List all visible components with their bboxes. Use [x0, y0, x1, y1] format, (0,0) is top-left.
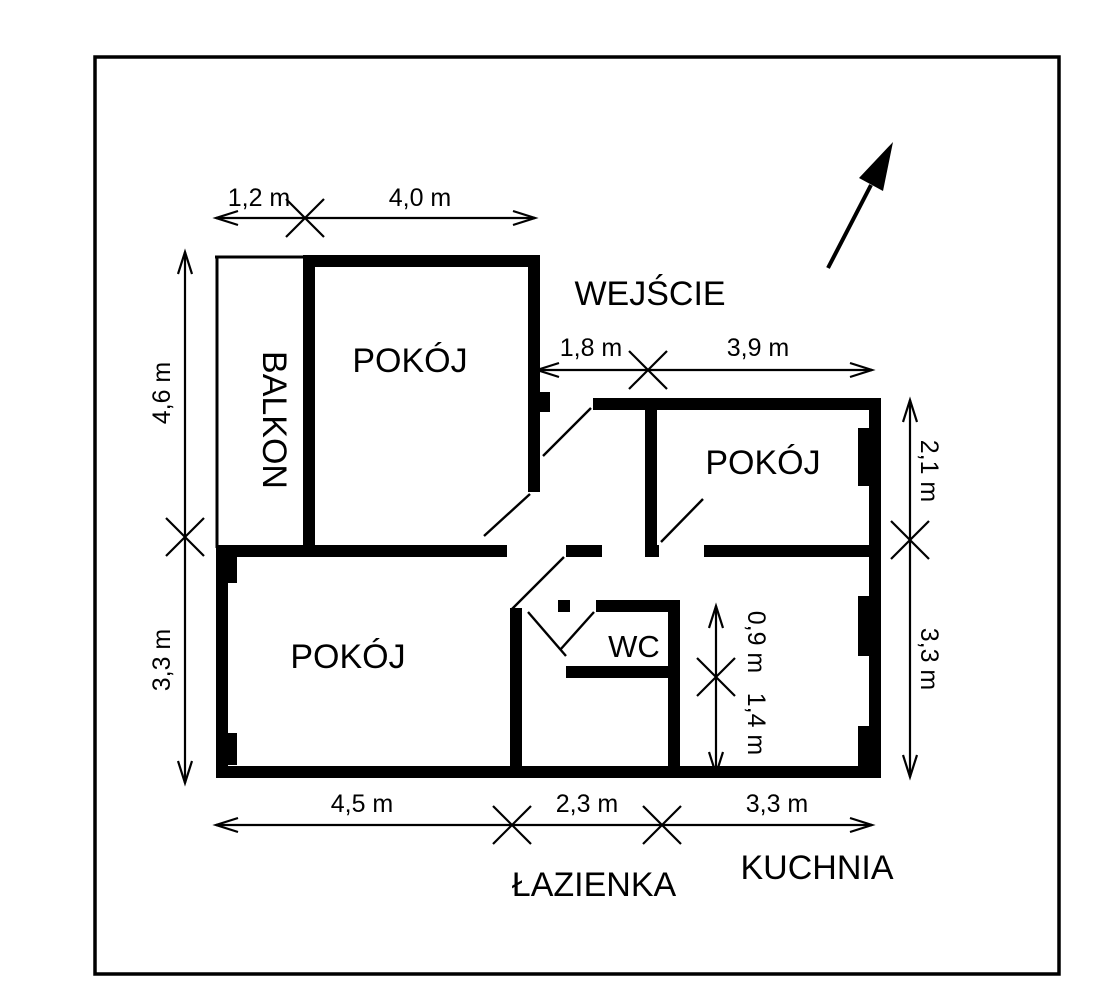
walls	[216, 255, 881, 778]
dim-cross	[642, 805, 682, 845]
wall-top-room-right	[528, 255, 540, 492]
room-right-label: POKÓJ	[705, 444, 820, 482]
balcony-label: BALKON	[255, 351, 293, 489]
dim-cross	[628, 350, 668, 390]
north-arrow-head	[859, 142, 893, 191]
wc-label: WC	[608, 629, 660, 664]
wall-middle-right-stub	[645, 545, 659, 557]
balcony-outline	[215, 255, 305, 548]
dim-cross	[890, 520, 930, 560]
dim-balcony-width: 1,2 m	[228, 184, 291, 212]
wc-door-swing	[559, 611, 595, 651]
dim-bottom-middle: 2,3 m	[556, 790, 619, 818]
dim-left-lower: 3,3 m	[148, 629, 176, 692]
window-mark-left-upper	[228, 551, 237, 583]
wall-outer-right	[869, 398, 881, 778]
dim-cross	[492, 805, 532, 845]
north-arrow-shaft	[826, 184, 873, 269]
wall-wc-bottom	[566, 666, 680, 678]
dim-cross	[285, 198, 325, 238]
dim-cross	[165, 517, 205, 557]
top-room-door-swing	[483, 493, 531, 537]
window-mark-left-lower	[228, 733, 237, 765]
bathroom-label: ŁAZIENKA	[512, 866, 677, 904]
dim-right-lower: 3,3 m	[915, 628, 943, 691]
entrance-door-swing	[542, 407, 592, 457]
dim-wc-height: 0,9 m	[742, 611, 770, 674]
kitchen-label: KUCHNIA	[740, 849, 893, 887]
dim-room-right-height: 2,1 m	[915, 440, 943, 503]
wall-right-room-top	[645, 398, 881, 410]
dim-entrance-width: 1,8 m	[560, 334, 623, 362]
dim-room-top-width: 4,0 m	[389, 184, 452, 212]
wall-middle-right	[704, 545, 881, 557]
dim-below-wc: 1,4 m	[742, 693, 770, 756]
wc-door-jamb	[558, 600, 570, 612]
dimension-lines	[165, 198, 930, 845]
wall-features	[228, 428, 869, 768]
dim-left-upper: 4,6 m	[148, 362, 176, 425]
wall-bathroom-left	[510, 608, 522, 778]
wall-outer-left-lower	[216, 545, 228, 778]
wall-kitchen-left	[668, 600, 680, 778]
wall-wc-top	[596, 600, 680, 612]
entrance-label: WEJŚCIE	[574, 274, 725, 313]
wall-right-room-left	[645, 398, 657, 557]
dim-room-right-width: 3,9 m	[727, 334, 790, 362]
entrance-jamb-left	[540, 392, 550, 412]
window-mark-kitchen-lower	[858, 726, 869, 768]
room-bottom-left-label: POKÓJ	[290, 638, 405, 676]
bottom-room-door-swing	[510, 556, 565, 611]
wall-middle-center	[566, 545, 602, 557]
north-arrow-icon	[826, 142, 893, 269]
right-room-door-swing	[660, 498, 704, 543]
entrance-wall-stub	[593, 398, 645, 410]
dim-bottom-left: 4,5 m	[331, 790, 394, 818]
wall-outer-bottom	[216, 766, 881, 778]
wall-top-room-left	[303, 255, 315, 557]
dim-bottom-right: 3,3 m	[746, 790, 809, 818]
room-top-label: POKÓJ	[352, 342, 467, 380]
wall-top-room-top	[303, 255, 540, 267]
dim-cross	[696, 657, 736, 697]
window-mark-kitchen-upper	[858, 596, 869, 656]
wall-middle-left	[216, 545, 507, 557]
window-mark-right-room	[858, 428, 869, 486]
door-swings	[483, 407, 704, 657]
